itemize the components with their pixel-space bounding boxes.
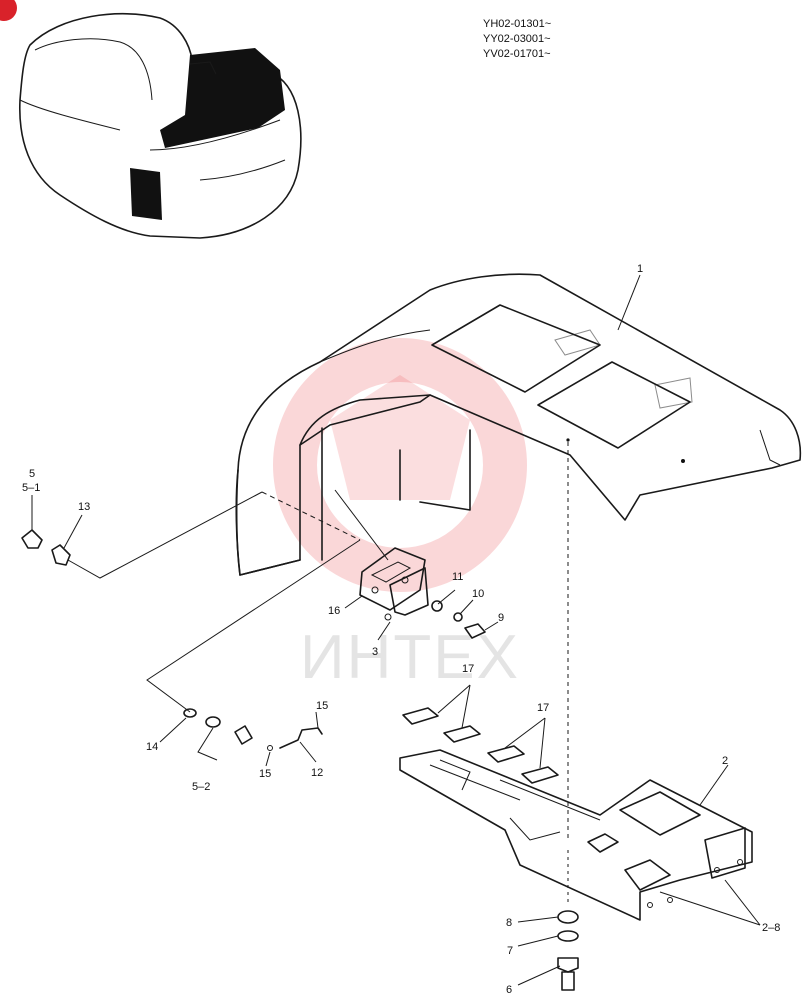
callout-5-1: 5–1 [22, 482, 40, 494]
callout-17-right: 17 [537, 702, 549, 714]
callout-6: 6 [506, 984, 512, 996]
callout-15-bottom: 15 [259, 768, 271, 780]
callouts: 1 2 2–8 3 5 5–1 5–2 6 7 8 9 10 11 12 13 … [22, 263, 780, 996]
callout-12: 12 [311, 767, 323, 779]
callout-7: 7 [507, 945, 513, 957]
callout-8: 8 [506, 917, 512, 929]
callout-11: 11 [452, 571, 463, 583]
latch-assembly [359, 547, 486, 639]
callout-13: 13 [78, 501, 90, 513]
floor-plate [399, 749, 753, 921]
callout-5: 5 [29, 468, 35, 480]
serial-numbers: YH02-01301~ YY02-03001~ YV02-01701~ [483, 18, 551, 60]
serial-3: YV02-01701~ [483, 48, 551, 60]
callout-9: 9 [498, 612, 504, 624]
rubber-pads [402, 707, 559, 784]
callout-5-2: 5–2 [192, 781, 210, 793]
small-parts [183, 708, 323, 761]
callout-2: 2 [722, 755, 728, 767]
corner-badge [0, 0, 17, 21]
canopy-hood [235, 273, 802, 576]
callout-10: 10 [472, 588, 484, 600]
assembly-lines [67, 442, 569, 905]
callout-15-top: 15 [316, 700, 328, 712]
machine-thumbnail [19, 12, 302, 239]
callout-1: 1 [637, 263, 643, 275]
watermark-text: ИНТЕХ [300, 623, 520, 692]
callout-17-left: 17 [462, 663, 474, 675]
callout-16: 16 [328, 605, 340, 617]
callout-14: 14 [146, 741, 158, 753]
left-bolt-parts [21, 529, 71, 566]
callout-3: 3 [372, 646, 378, 658]
serial-1: YH02-01301~ [483, 18, 551, 30]
callout-2-8: 2–8 [762, 922, 780, 934]
watermark: ИНТЕХ [273, 338, 527, 692]
serial-2: YY02-03001~ [483, 33, 551, 45]
leader-lines [31, 274, 761, 986]
mount-hardware [557, 910, 579, 991]
